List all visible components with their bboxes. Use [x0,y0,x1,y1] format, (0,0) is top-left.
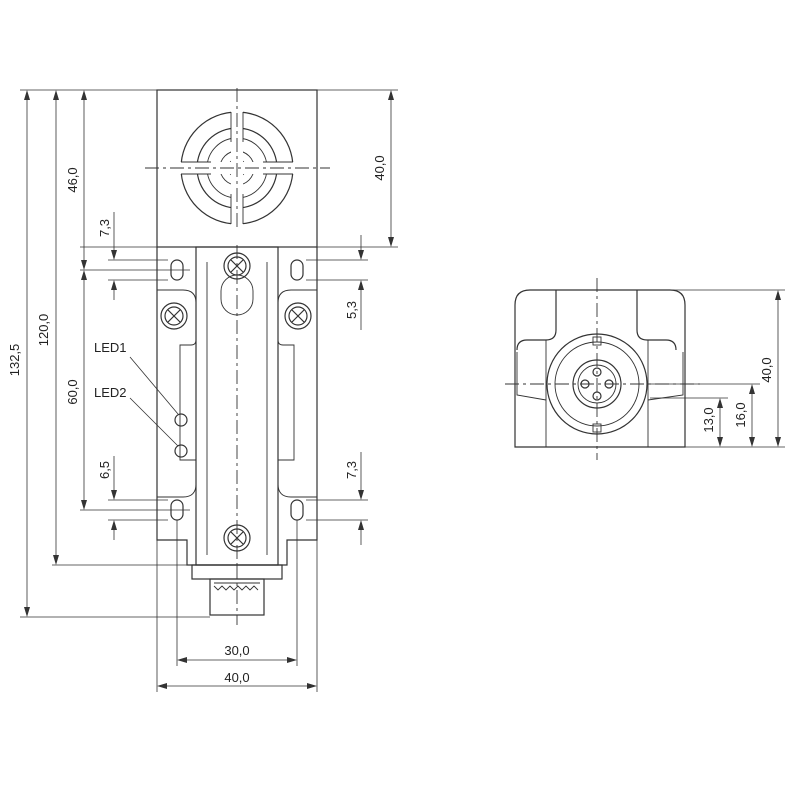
sensing-face [145,88,330,230]
led1-indicator [174,413,188,427]
front-view: LED1 LED2 [94,88,330,625]
side-dimensions: 40,0 16,0 13,0 [650,289,785,448]
screw-left [160,302,188,330]
led1-label: LED1 [94,340,127,355]
screw-top-center [223,252,251,280]
dim-hole-spacing-width: 30,0 [224,643,249,658]
dim-upper-hole-right: 5,3 [344,301,359,319]
dim-head-height: 40,0 [372,155,387,180]
front-dimensions: 132,5 120,0 46,0 60,0 7,3 6,5 [7,89,398,692]
screw-bottom-center [223,524,251,552]
dim-lower-hole-left: 6,5 [97,461,112,479]
dim-hole-pitch: 60,0 [65,379,80,404]
side-body-outline [514,289,686,448]
mount-hole-bottom-right [290,499,304,521]
m12-connector [191,564,283,625]
side-view [505,278,700,460]
dim-upper-hole-left: 7,3 [97,219,112,237]
side-dim-connector-13: 13,0 [701,407,716,432]
led2-indicator [174,444,188,458]
dim-lower-hole-right: 7,3 [344,461,359,479]
dim-length-to-mount: 120,0 [36,314,51,347]
mount-hole-top-right [290,259,304,281]
dim-overall-length: 132,5 [7,344,22,377]
screw-right [284,302,312,330]
dim-overall-width: 40,0 [224,670,249,685]
dim-sensing-head: 46,0 [65,167,80,192]
side-dim-height: 40,0 [759,357,774,382]
led2-label: LED2 [94,385,127,400]
side-dim-connector-16: 16,0 [733,402,748,427]
